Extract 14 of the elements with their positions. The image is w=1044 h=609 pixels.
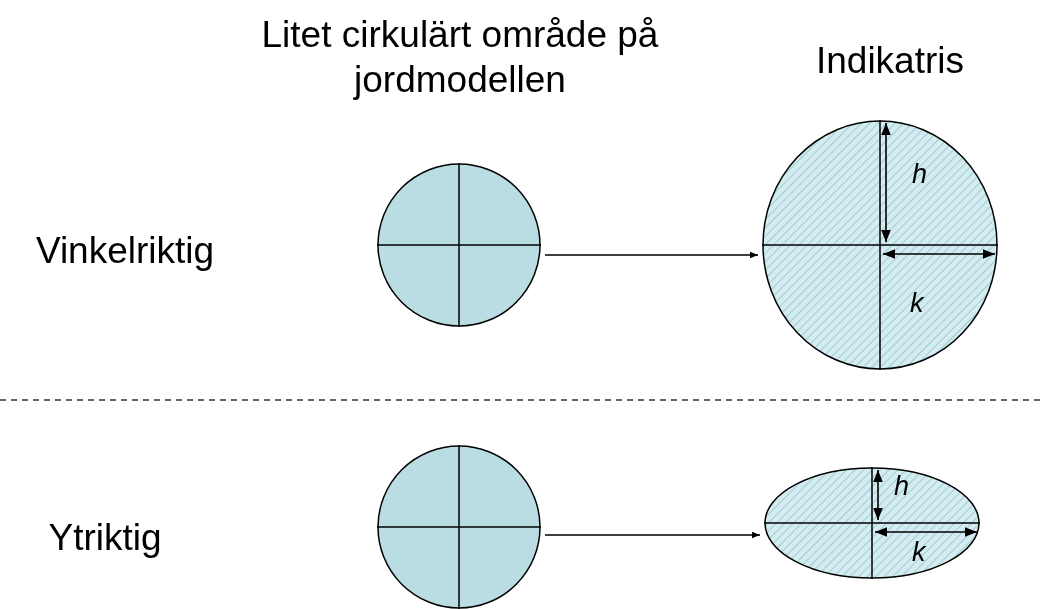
arrow [544,251,759,259]
dimension-label: h [912,160,928,188]
row-label: Ytriktig [47,516,163,560]
arrow [544,531,761,539]
dimension-label: k [910,290,924,317]
circle-shape [377,445,541,609]
indicatrix-ellipse [764,467,980,579]
row-label: Vinkelriktig [34,229,216,273]
dimension-label: h [894,473,910,500]
indicatrix-ellipse [762,120,998,370]
column-heading: Litet cirkulärt område på jordmodellen [260,13,660,103]
dimension-label: k [912,539,926,566]
circle-shape [377,163,541,327]
column-heading: Indikatris [814,39,966,83]
